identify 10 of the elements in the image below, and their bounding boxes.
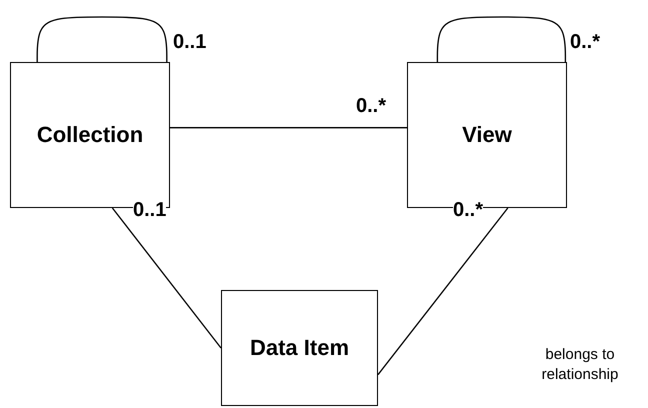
association-line (112, 208, 222, 348)
association-line (377, 208, 508, 376)
association-line (170, 127, 407, 128)
class-name: Data Item (250, 335, 350, 361)
class-name: Collection (36, 122, 144, 148)
self-loop-line (436, 16, 566, 62)
note-text: belongs to relationship (540, 345, 620, 384)
self-loop-line (36, 16, 168, 62)
class-name: View (462, 122, 512, 148)
class-box (221, 290, 378, 406)
